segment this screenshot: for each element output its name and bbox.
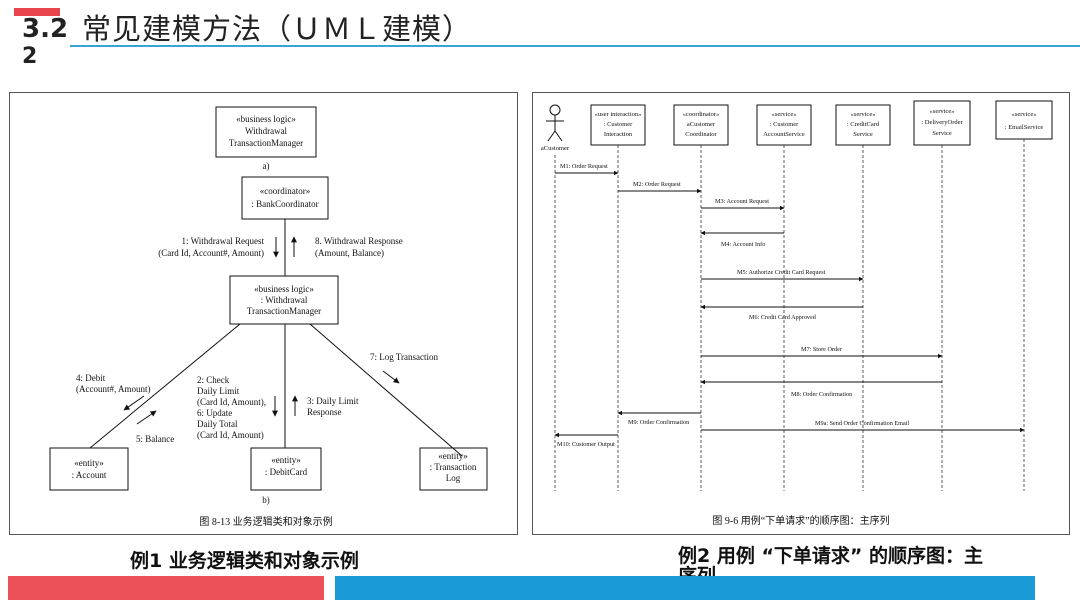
box-mid-line2: : Withdrawal [261, 295, 308, 305]
box-log-line2: : Transaction [430, 462, 477, 472]
box-top-line2: Withdrawal [245, 126, 288, 136]
msg-m3: M3: Account Request [715, 198, 769, 205]
lifeline-box-account-service [756, 104, 812, 146]
ll6-line1: «service» [1012, 111, 1037, 118]
ll5-line3: Service [932, 130, 952, 137]
box-account-line2: : Account [72, 470, 107, 480]
msg-m1: M1: Order Request [560, 163, 608, 170]
figure-caption-8-13: 图 8-13 业务逻辑类和对象示例 [199, 515, 332, 528]
ll3-line3: AccountService [763, 131, 805, 138]
label-a: a) [263, 161, 270, 171]
section-number-text: 3.2 [22, 14, 69, 44]
box-top-line3: TransactionManager [229, 138, 303, 148]
ll4-line1: «service» [851, 111, 876, 118]
msg-m6: M6: Credit Card Approved [749, 314, 817, 321]
box-mid-line3: TransactionManager [247, 306, 321, 316]
title-rule [70, 45, 1080, 47]
ll2-line1: «coordinator» [683, 111, 719, 118]
msg-m9a: M9a: Send Order Confirmation Email [815, 420, 909, 427]
lifeline-box-creditcard-service [835, 104, 891, 146]
box-account [49, 447, 129, 491]
ll1-line3: Interaction [604, 131, 633, 138]
ll1-line2: : Customer [604, 121, 634, 128]
ll5-line1: «service» [930, 108, 955, 115]
msg3-line2: Response [307, 407, 342, 417]
box-top-withdrawal [215, 106, 317, 158]
box-debitcard [250, 447, 322, 491]
box-coordinator [241, 176, 329, 220]
section-number-wrap: 2 [22, 44, 38, 69]
box-account-line1: «entity» [74, 458, 104, 468]
box-mid-line1: «business logic» [254, 284, 314, 294]
footer-bar-blue [335, 576, 1035, 600]
page-title: 常见建模方法（ＵＭＬ建模） [82, 12, 473, 46]
box-debit-line2: : DebitCard [265, 467, 308, 477]
box-debit-line1: «entity» [271, 455, 301, 465]
ll2-line2: aCustomer [687, 121, 716, 128]
box-transaction-log [419, 447, 488, 491]
msg-m4: M4: Account Info [721, 241, 765, 248]
box-top-line1: «business logic» [236, 114, 296, 124]
footer-bar-red [8, 576, 324, 600]
msg-m5: M5: Authorize Credit Card Request [737, 269, 826, 276]
figure-caption-9-6: 图 9-6 用例“下单请求”的顺序图：主序列 [712, 514, 889, 527]
sequence-diagram: aCustomer «user interaction» : Customer … [541, 100, 1053, 527]
msg-m10: M10: Customer Output [557, 441, 615, 448]
msg-m9: M9: Order Confirmation [628, 419, 689, 426]
msg4-line1: 4: Debit [76, 373, 106, 383]
collaboration-diagram: «business logic» Withdrawal TransactionM… [49, 106, 488, 528]
msg8-line2: (Amount, Balance) [315, 248, 384, 258]
actor-label: aCustomer [541, 145, 570, 152]
msg1-line2: (Card Id, Account#, Amount) [158, 248, 264, 258]
msg2-line3: (Card Id, Amount), [197, 397, 266, 407]
label-b: b) [262, 495, 270, 505]
collaboration-diagram-panel: «business logic» Withdrawal TransactionM… [9, 92, 518, 535]
ll2-line3: Coordinator [685, 131, 717, 138]
msg2-line1: 2: Check [197, 375, 230, 385]
box-coordinator-line2: : BankCoordinator [251, 199, 318, 209]
lifeline-box-email-service [995, 100, 1053, 140]
msg8-line1: 8. Withdrawal Response [315, 236, 403, 246]
section-number: 3.2 2 [14, 8, 78, 69]
box-mid-withdrawal [229, 275, 339, 325]
actor-stick-figure [546, 104, 564, 142]
lifeline-box-deliveryorder-service [913, 100, 971, 146]
msg-m2: M2: Order Request [633, 181, 681, 188]
section-number-accent [14, 8, 60, 16]
msg-m7: M7: Store Order [801, 346, 842, 353]
caption-example-1: 例1 业务逻辑类和对象示例 [130, 550, 359, 572]
msg7: 7: Log Transaction [370, 352, 439, 362]
msg5: 5: Balance [136, 434, 174, 444]
lifeline-box-customer-interaction [590, 104, 646, 146]
box-coordinator-line1: «coordinator» [260, 186, 310, 196]
box-log-line1: «entity» [438, 451, 468, 461]
msg-m8: M8: Order Confirmation [791, 391, 852, 398]
sequence-diagram-panel: aCustomer «user interaction» : Customer … [532, 92, 1070, 535]
ll4-line3: Service [853, 131, 873, 138]
ll3-line1: «service» [772, 111, 797, 118]
lifeline-box-customer-coordinator [673, 104, 729, 146]
ll5-line2: : DeliveryOrder [921, 119, 963, 126]
caption-example-2-line1: 例2 用例 “下单请求” 的顺序图：主 [678, 545, 984, 567]
msg2-line6: (Card Id, Amount) [197, 430, 264, 440]
msg3-line1: 3: Daily Limit [307, 396, 359, 406]
box-log-line3: Log [446, 473, 461, 483]
msg2-line2: Daily Limit [197, 386, 240, 396]
ll3-line2: : Customer [770, 121, 800, 128]
ll4-line2: : CreditCard [847, 121, 880, 128]
msg4-line2: (Account#, Amount) [76, 384, 151, 394]
ll6-line2: : EmailService [1005, 124, 1044, 131]
msg2-line4: 6: Update [197, 408, 232, 418]
msg2-line5: Daily Total [197, 419, 238, 429]
msg1-line1: 1: Withdrawal Request [182, 236, 265, 246]
ll1-line1: «user interaction» [595, 111, 642, 118]
